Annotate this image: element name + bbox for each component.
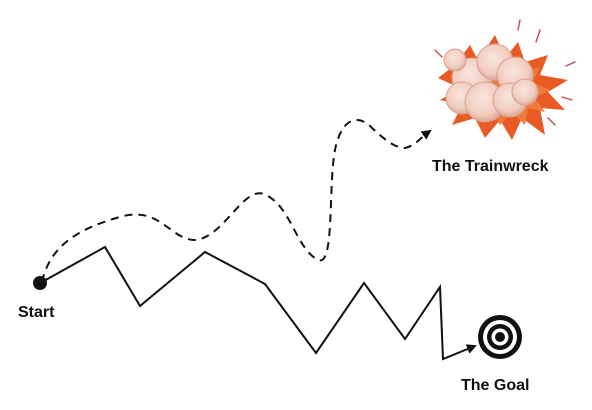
goal-label: The Goal [461, 377, 529, 394]
dashed-path-to-trainwreck [41, 119, 432, 283]
target-icon [478, 315, 522, 359]
explosion-icon [434, 19, 576, 140]
trainwreck-label: The Trainwreck [432, 158, 549, 175]
start-label: Start [18, 304, 55, 321]
solid-path-to-goal [41, 245, 477, 361]
start-dot-icon [33, 276, 47, 290]
